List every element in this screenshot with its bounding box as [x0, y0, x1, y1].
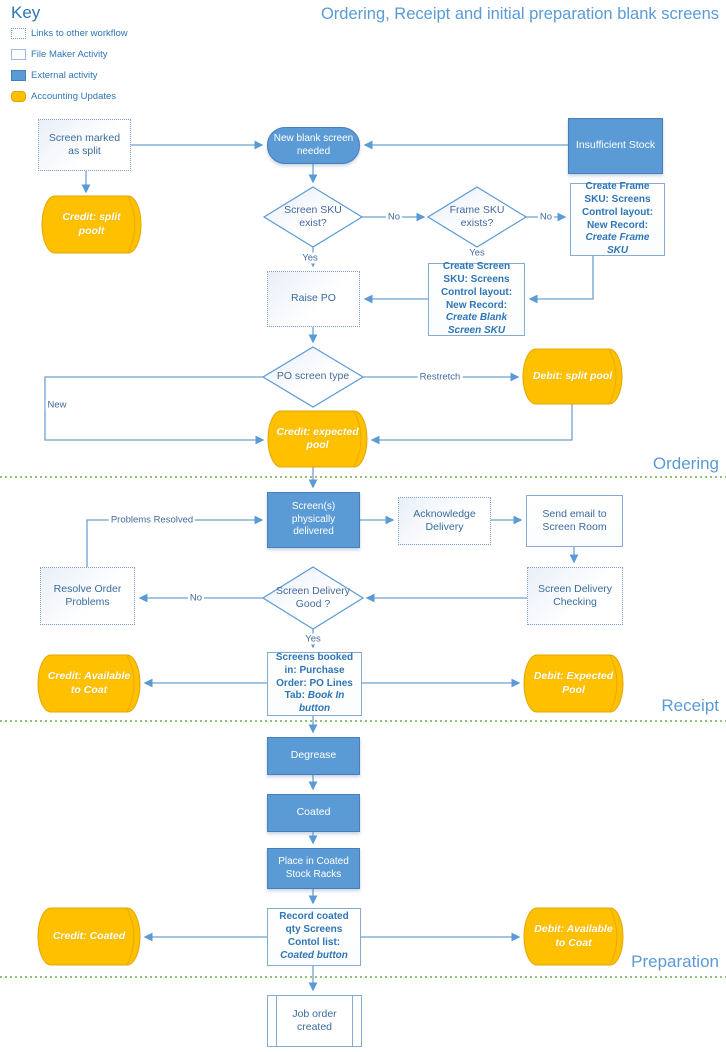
- node-debit-expected-pool: Debit: Expected Pool: [533, 670, 614, 696]
- node-insufficient-stock: Insufficient Stock: [568, 118, 663, 174]
- orange-box-swatch-icon: [11, 91, 26, 102]
- node-create-screen-sku: Create Screen SKU: Screens Control layou…: [428, 261, 525, 336]
- edge-label-no-frame-sku: No: [537, 211, 555, 223]
- credit-available-to-coat-cylinder: [37, 654, 141, 713]
- edge-label-yes-frame-sku: Yes: [467, 247, 487, 259]
- debit-expected-pool-cylinder: [523, 654, 624, 713]
- node-coated: Coated: [267, 794, 360, 832]
- node-new-blank-screen-needed: New blank screen needed: [267, 127, 360, 164]
- node-send-email-to-screen-room: Send email to Screen Room: [526, 495, 623, 547]
- node-credit-coated: Credit: Coated: [52, 929, 126, 942]
- node-place-in-coated-stock-racks: Place in Coated Stock Racks: [267, 848, 360, 889]
- screen-sku-exist-diamond: [262, 186, 364, 248]
- node-screen-delivery-good: Screen Delivery Good ?: [275, 584, 351, 610]
- node-credit-expected-pool: Credit: expected pool: [276, 425, 359, 451]
- section-label-ordering: Ordering: [652, 454, 719, 473]
- node-debit-split-pool: Debit: split pool: [532, 369, 613, 382]
- node-screen-delivery-checking: Screen Delivery Checking: [527, 567, 623, 625]
- credit-coated-cylinder: [37, 907, 141, 966]
- node-degrease: Degrease: [267, 737, 360, 775]
- edge-label-restretch: Restretch: [417, 371, 463, 383]
- legend-item-links-to-other-workflow: Links to other workflow: [11, 27, 128, 40]
- edge-label-no-delivery: No: [187, 592, 205, 604]
- page-title: Ordering, Receipt and initial preparatio…: [320, 5, 719, 23]
- blue-box-swatch-icon: [11, 70, 26, 81]
- node-screen-sku-exist: Screen SKU exist?: [284, 203, 342, 229]
- node-raise-po: Raise PO: [267, 271, 360, 327]
- credit-split-pool-cylinder: [41, 195, 142, 254]
- legend-item-file-maker-activity: File Maker Activity: [11, 48, 128, 61]
- outline-box-swatch-icon: [11, 49, 26, 60]
- node-credit-available-to-coat: Credit: Available to Coat: [47, 670, 131, 696]
- edge-label-problems-resolved: Problems Resolved: [108, 514, 196, 526]
- legend-item-accounting-updates: Accounting Updates: [11, 90, 128, 103]
- edge-label-no-screen-sku: No: [385, 211, 403, 223]
- debit-split-pool-cylinder: [522, 348, 623, 405]
- debit-available-to-coat-cylinder: [523, 907, 624, 966]
- po-screen-type-diamond: [261, 346, 365, 408]
- section-label-preparation: Preparation: [631, 952, 719, 971]
- node-acknowledge-delivery: Acknowledge Delivery: [398, 497, 491, 545]
- node-po-screen-type: PO screen type: [276, 370, 350, 383]
- screen-delivery-good-diamond: [261, 566, 365, 630]
- edge-label-new: New: [45, 399, 69, 411]
- node-frame-sku-exists: Frame SKU exists?: [449, 203, 505, 229]
- legend-item-external-activity: External activity: [11, 69, 128, 82]
- credit-expected-pool-cylinder: [267, 410, 368, 468]
- edge-label-yes-delivery: Yes: [303, 633, 323, 645]
- legend: Key Links to other workflow File Maker A…: [11, 3, 128, 111]
- legend-heading: Key: [11, 3, 41, 22]
- node-screen-marked-as-split: Screen marked as split: [38, 119, 131, 171]
- node-resolve-order-problems: Resolve Order Problems: [40, 567, 135, 625]
- node-credit-split-pool: Credit: split poolt: [62, 211, 121, 237]
- edge-label-yes-screen-sku: Yes: [300, 252, 320, 264]
- node-screens-booked-in: Screens booked in: Purchase Order: PO Li…: [267, 652, 362, 716]
- node-debit-available-to-coat: Debit: Available to Coat: [534, 923, 613, 949]
- node-screens-physically-delivered: Screen(s) physically delivered: [267, 492, 360, 548]
- node-record-coated-qty: Record coated qty Screens Contol list: C…: [267, 908, 361, 966]
- dotted-box-swatch-icon: [11, 28, 26, 39]
- node-create-frame-sku: Create Frame SKU: Screens Control layout…: [570, 181, 665, 256]
- node-job-order-created: Job order created: [267, 995, 362, 1047]
- section-label-receipt: Receipt: [661, 696, 719, 715]
- frame-sku-exists-diamond: [426, 186, 528, 248]
